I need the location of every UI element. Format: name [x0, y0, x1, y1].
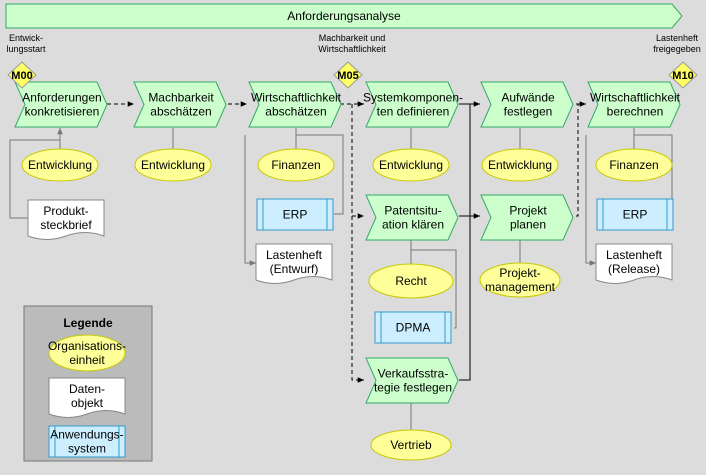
- milestone-caption: freigegeben: [653, 44, 701, 54]
- connector-lastenheft-release: [585, 135, 596, 266]
- function-verkaufsstrategie-label: Verkaufsstra-: [378, 367, 449, 381]
- function-wirtschaftlichkeit_berechnen-label: berechnen: [607, 105, 664, 119]
- connector-dpma: [411, 249, 457, 329]
- milestone-id: M00: [11, 70, 32, 82]
- legend-data-object-legend[interactable]: Daten-objekt: [48, 377, 126, 418]
- flow-projekt-to-wirtschaftlichkeit-berechnen: [569, 104, 579, 217]
- phase-banner-title: Anforderungsanalyse: [287, 9, 401, 23]
- org-unit-finanzen_1-label: Finanzen: [271, 158, 320, 172]
- function-projekt_planen-label: planen: [510, 218, 546, 232]
- function-systemkomponenten-label: ten definieren: [377, 105, 450, 119]
- connector-erp-1: [296, 134, 344, 215]
- milestone-id: M05: [337, 70, 358, 82]
- milestone-caption: Wirtschaftlichkeit: [318, 44, 386, 54]
- org-unit-recht-label: Recht: [395, 274, 427, 288]
- org-unit-recht[interactable]: Recht: [368, 263, 454, 299]
- system-erp_1-label: ERP: [283, 208, 308, 222]
- system-erp_2-label: ERP: [623, 208, 648, 222]
- function-wirtschaftlichkeit_abschaetzen-label: Wirtschaftlichkeit: [251, 91, 342, 105]
- function-verkaufsstrategie-label: tegie festlegen: [374, 381, 452, 395]
- org-unit-projektmanagement-label: management: [485, 280, 556, 294]
- function-patentsituation-label: Patentsitu-: [384, 204, 441, 218]
- diagram-shapes: AnforderungenkonkretisierenMachbarkeitab…: [6, 33, 701, 461]
- milestone-caption: Entwick-: [9, 33, 43, 43]
- function-projekt_planen-label: Projekt: [509, 204, 547, 218]
- data-object-lastenheft_entwurf-label: Lastenheft: [266, 248, 323, 262]
- function-patentsituation[interactable]: Patentsitu-ation klären: [365, 194, 459, 241]
- milestone-m00[interactable]: M00 Entwick-lungsstart: [6, 33, 46, 89]
- function-anforderungen-label: konkretisieren: [25, 105, 100, 119]
- legend-items: Organisations-einheitDaten-objektAnwendu…: [48, 334, 126, 458]
- data-object-lastenheft_release-label: (Release): [608, 262, 660, 276]
- connector-erp-2: [634, 134, 673, 214]
- function-wirtschaftlichkeit_abschaetzen-label: abschätzen: [265, 105, 326, 119]
- org-unit-entwicklung_1-label: Entwicklung: [28, 158, 92, 172]
- legend-org-unit-label: Organisations-: [48, 339, 126, 353]
- milestone-caption: Lastenheft: [656, 33, 699, 43]
- legend-org-unit-label: einheit: [69, 353, 105, 367]
- milestone-caption: lungsstart: [6, 44, 46, 54]
- org-unit-entwicklung_2-label: Entwicklung: [141, 158, 205, 172]
- legend-data-object-legend-label: objekt: [71, 396, 104, 410]
- org-unit-entwicklung_2[interactable]: Entwicklung: [134, 148, 212, 182]
- function-machbarkeit-label: abschätzen: [150, 105, 211, 119]
- legend-app-system-legend-label: Anwendungs-: [50, 428, 123, 442]
- milestone-caption: Machbarkeit und: [319, 33, 386, 43]
- data-object-lastenheft_entwurf-label: (Entwurf): [270, 262, 319, 276]
- org-unit-projektmanagement-label: Projekt-: [499, 266, 540, 280]
- phase-banner: Anforderungsanalyse: [5, 3, 683, 29]
- org-unit-entwicklung_4[interactable]: Entwicklung: [481, 148, 559, 182]
- legend-title: Legende: [63, 316, 113, 330]
- legend-data-object-legend-label: Daten-: [69, 382, 105, 396]
- data-object-lastenheft_entwurf[interactable]: Lastenheft(Entwurf): [255, 243, 333, 284]
- org-unit-entwicklung_3[interactable]: Entwicklung: [372, 148, 450, 182]
- legend-app-system-legend[interactable]: Anwendungs-system: [48, 425, 126, 458]
- org-unit-vertrieb-label: Vertrieb: [390, 438, 432, 452]
- data-object-lastenheft_release-label: Lastenheft: [606, 248, 663, 262]
- org-unit-entwicklung_3-label: Entwicklung: [379, 158, 443, 172]
- data-object-produktsteckbrief[interactable]: Produkt-steckbrief: [27, 199, 105, 240]
- function-machbarkeit-label: Machbarkeit: [148, 91, 214, 105]
- flow-merge-line: [459, 104, 471, 381]
- function-systemkomponenten[interactable]: Systemkomponen-ten definieren: [363, 81, 463, 128]
- function-aufwaende-label: festlegen: [504, 105, 553, 119]
- system-dpma[interactable]: DPMA: [374, 311, 452, 344]
- org-unit-entwicklung_4-label: Entwicklung: [488, 158, 552, 172]
- org-unit-projektmanagement[interactable]: Projekt-management: [479, 262, 561, 298]
- connector-lastenheft-entwurf: [244, 135, 256, 266]
- system-dpma-label: DPMA: [396, 321, 431, 335]
- flow-branch-to-verkaufsstrategie: [351, 104, 364, 383]
- function-aufwaende-label: Aufwände: [501, 91, 555, 105]
- data-object-lastenheft_release[interactable]: Lastenheft(Release): [595, 243, 673, 284]
- legend-app-system-legend-label: system: [68, 442, 106, 456]
- data-object-produktsteckbrief-label: Produkt-: [43, 204, 88, 218]
- legend-org-unit: Organisations-einheit: [48, 334, 126, 372]
- function-wirtschaftlichkeit_berechnen-label: Wirtschaftlichkeit: [590, 91, 681, 105]
- org-unit-finanzen_2[interactable]: Finanzen: [595, 148, 673, 182]
- org-unit-vertrieb[interactable]: Vertrieb: [370, 429, 452, 461]
- function-patentsituation-label: ation klären: [382, 218, 444, 232]
- org-unit-finanzen_1[interactable]: Finanzen: [257, 148, 335, 182]
- function-verkaufsstrategie[interactable]: Verkaufsstra-tegie festlegen: [365, 357, 459, 404]
- system-erp_1[interactable]: ERP: [256, 198, 334, 231]
- function-anforderungen-label: Anforderungen: [22, 91, 101, 105]
- data-object-produktsteckbrief-label: steckbrief: [40, 218, 92, 232]
- org-unit-entwicklung_1[interactable]: Entwicklung: [21, 148, 99, 182]
- function-systemkomponenten-label: Systemkomponen-: [363, 91, 463, 105]
- milestone-id: M10: [672, 70, 693, 82]
- system-erp_2[interactable]: ERP: [596, 198, 674, 231]
- org-unit-finanzen_2-label: Finanzen: [609, 158, 658, 172]
